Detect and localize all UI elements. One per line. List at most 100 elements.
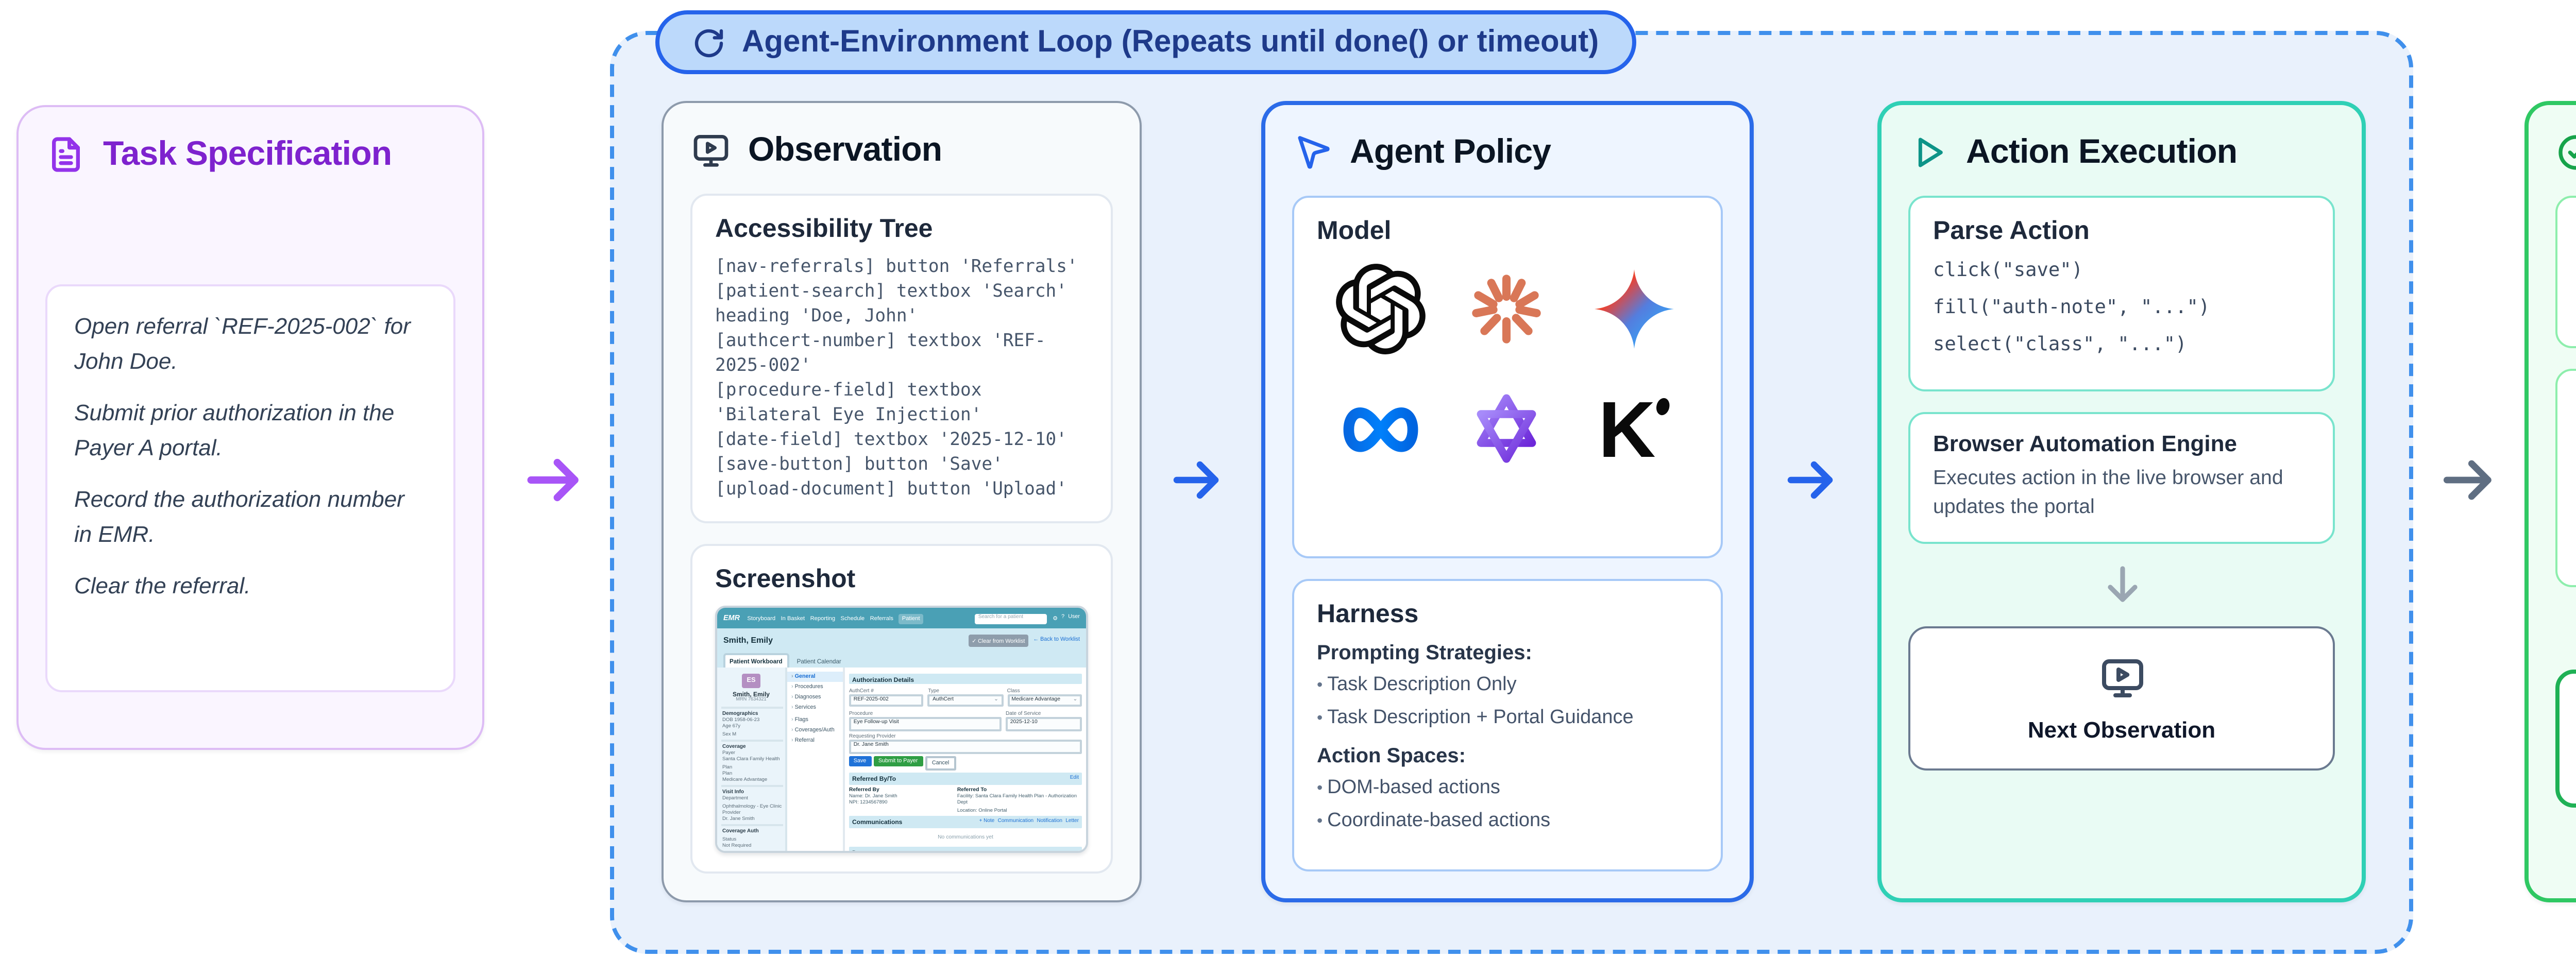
terminal-reward-card: Terminal Reward: [2555, 670, 2576, 808]
emr-edit-link[interactable]: Edit: [1070, 775, 1079, 782]
emr-clear-worklist-button[interactable]: ✓ Clear from Worklist: [968, 634, 1029, 647]
emr-submit-to-payer-button[interactable]: Submit to Payer: [874, 756, 923, 767]
emr-menu-item[interactable]: Flags: [787, 714, 843, 725]
harness-card: Harness Prompting Strategies: Task Descr…: [1292, 579, 1723, 871]
emr-group-heading: Demographics: [722, 710, 758, 717]
emr-referred-by-label: Referred By: [849, 786, 879, 793]
emr-group-heading: Visit Info: [722, 789, 744, 796]
task-instruction-line: Record the authorization number in EMR.: [74, 488, 404, 547]
emr-sidebar-row: Medicare Advantage: [722, 776, 768, 783]
emr-authcert-field: AuthCert # REF-2025-002: [849, 687, 924, 708]
emr-section-title: Authorization Details: [852, 675, 914, 683]
emr-menu-item[interactable]: Coverages/Auth: [787, 725, 843, 735]
emr-field-label: Date of Service: [1006, 710, 1041, 716]
emr-nav-icon[interactable]: ?: [1061, 614, 1065, 621]
task-to-loop-arrow: [527, 458, 579, 502]
observation-title: Observation: [748, 131, 942, 168]
accessibility-tree-line: [date-field] textbox '2025-12-10': [715, 431, 1067, 452]
accessibility-tree-line: [upload-document] button 'Upload': [715, 481, 1067, 502]
emr-nav-item[interactable]: Referrals: [870, 614, 893, 623]
task-instruction-line: Submit prior authorization in the Payer …: [74, 402, 395, 460]
task-specification-title: Task Specification: [103, 135, 392, 172]
emr-nav-item[interactable]: Schedule: [840, 614, 865, 623]
emr-referred-row: Location: Online Portal: [957, 807, 1007, 813]
accessibility-tree-title: Accessibility Tree: [715, 214, 933, 243]
model-card: Model: [1292, 196, 1723, 558]
agent-policy-title: Agent Policy: [1350, 133, 1551, 170]
emr-menu-item[interactable]: Procedures: [787, 682, 843, 693]
accessibility-tree-code: [nav-referrals] button 'Referrals'[patie…: [715, 255, 1088, 503]
emr-body: ES Smith, Emily MRN 7634321 Demographics…: [717, 668, 1086, 851]
emr-nav-item[interactable]: Reporting: [810, 614, 836, 623]
emr-class-field: Class Medicare Advantage: [1007, 687, 1082, 708]
emr-tab[interactable]: Patient Workboard: [722, 654, 790, 669]
action-space-item: DOM-based actions: [1317, 775, 1698, 802]
emr-communication-link[interactable]: Communication: [997, 818, 1034, 825]
emr-authcert-input[interactable]: REF-2025-002: [849, 694, 924, 708]
emr-procedure-field: Procedure Eye Follow-up Visit: [849, 710, 1002, 731]
observation-panel: Observation Accessibility Tree [nav-refe…: [662, 101, 1142, 902]
emr-referred-header: Referred By/To Edit: [849, 773, 1082, 784]
browser-automation-title: Browser Automation Engine: [1933, 433, 2237, 457]
accessibility-tree-line: [authcert-number] textbox 'REF-2025-002': [715, 332, 1046, 378]
emr-group-heading: Coverage Auth: [722, 828, 759, 835]
emr-referred-row: Name: Dr. Jane Smith: [849, 793, 897, 800]
emr-save-button[interactable]: Save: [849, 756, 871, 767]
emr-patient-search-input[interactable]: Search for a patient: [975, 613, 1047, 624]
emr-communication-link[interactable]: + Note: [979, 818, 995, 825]
loop-to-evaluation-arrow: [2443, 460, 2492, 500]
emr-back-worklist-button[interactable]: ← Back to Worklist: [1033, 637, 1080, 644]
emr-type-field: Type AuthCert: [928, 687, 1003, 708]
emr-menu-item[interactable]: Services: [787, 704, 843, 714]
next-observation-label: Next Observation: [2027, 720, 2216, 745]
emr-field-label: Procedure: [849, 710, 873, 716]
anthropic-logo: [1473, 275, 1542, 344]
emr-procedure-input[interactable]: Eye Follow-up Visit: [849, 716, 1002, 731]
emr-sidebar-row: Sex M: [722, 730, 737, 737]
emr-menu-item[interactable]: Referral: [787, 735, 843, 746]
action-code-line: fill("auth-note", "..."): [1933, 297, 2210, 319]
llm-judge-evaluator-card: LLM Judge Evaluator Does the clinical in…: [2555, 369, 2576, 588]
emr-provider-input[interactable]: Dr. Jane Smith: [849, 740, 1082, 754]
emr-avatar: ES: [742, 673, 760, 688]
emr-referred-to-label: Referred To: [957, 786, 987, 793]
emr-menu-item[interactable]: General: [787, 671, 843, 682]
emr-sidebar-row: Age 67y: [722, 724, 741, 730]
emr-nav-icon[interactable]: User: [1068, 614, 1080, 621]
emr-date-input[interactable]: 2025-12-10: [1006, 716, 1082, 731]
cursor-icon: [1298, 136, 1330, 169]
emr-upload-link[interactable]: + Upload: [1058, 850, 1079, 851]
browser-automation-card: Browser Automation Engine Executes actio…: [1908, 412, 2335, 545]
emr-nav-icon[interactable]: ⚙: [1053, 617, 1058, 623]
emr-patient-sidebar: ES Smith, Emily MRN 7634321 Demographics…: [717, 668, 787, 851]
emr-class-select[interactable]: Medicare Advantage: [1007, 694, 1082, 708]
emr-tab[interactable]: Patient Calendar: [796, 658, 841, 666]
svg-text:K: K: [1599, 385, 1656, 474]
parse-action-card: Parse Action click("save") fill("auth-not…: [1908, 196, 2335, 391]
task-specification-panel: Task Specification Open referral `REF-20…: [16, 105, 484, 750]
emr-nav-item[interactable]: In Basket: [781, 614, 805, 623]
emr-communication-link[interactable]: Notification: [1037, 818, 1063, 825]
emr-field-label: Class: [1007, 687, 1020, 693]
accessibility-tree-line: [procedure-field] textbox 'Bilateral Eye…: [715, 381, 993, 427]
parse-action-title: Parse Action: [1933, 216, 2090, 245]
emr-cancel-button[interactable]: Cancel: [925, 756, 956, 771]
emr-communication-link[interactable]: Letter: [1065, 818, 1079, 825]
emr-referred-row: NPI: 1234567890: [849, 800, 888, 807]
emr-nav-item[interactable]: Storyboard: [747, 614, 776, 623]
emr-type-select[interactable]: AuthCert: [928, 694, 1003, 708]
qwen-logo: [1478, 394, 1537, 463]
emr-sidebar-name: Smith, Emily: [732, 690, 770, 698]
emr-group-heading: Coverage: [722, 743, 746, 750]
emr-nav-item[interactable]: Patient: [899, 613, 923, 625]
emr-main-content: ← Preauthorization AuthCert 002Class: Me…: [845, 668, 1086, 851]
accessibility-tree-card: Accessibility Tree [nav-referrals] butto…: [690, 194, 1113, 524]
emr-menu-item[interactable]: Diagnoses: [787, 693, 843, 704]
evaluation-panel: Evaluation JMESPath Evaluator agentActio…: [2524, 101, 2576, 902]
emr-date-of-service-field: Date of Service 2025-12-10: [1006, 710, 1082, 731]
action-code-line: click("save"): [1933, 260, 2083, 282]
